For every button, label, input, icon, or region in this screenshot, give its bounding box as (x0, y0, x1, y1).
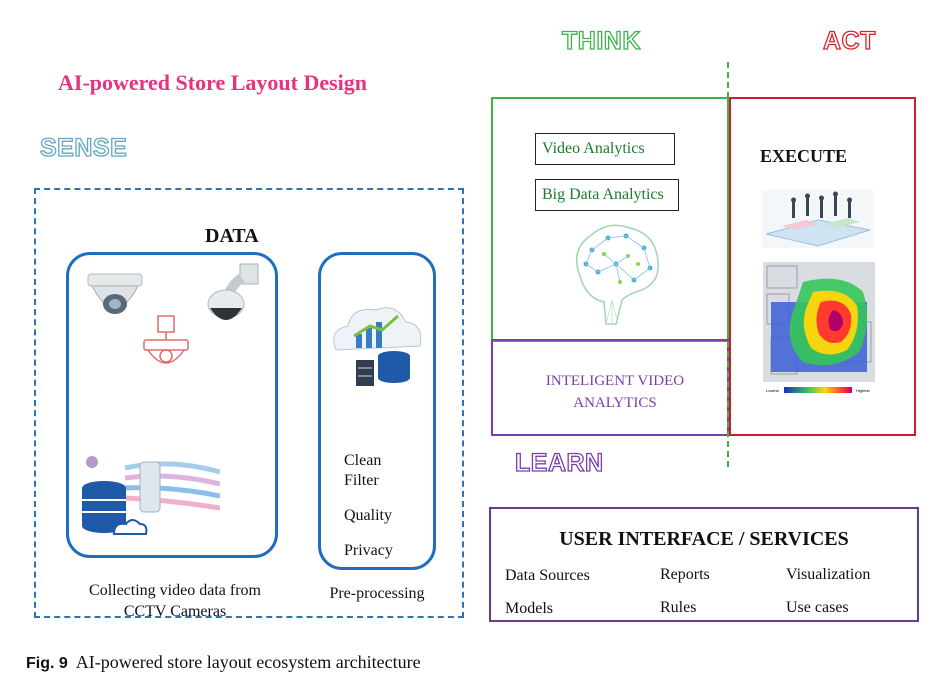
prep-item-clean: Clean (344, 452, 382, 469)
diagram-title: AI-powered Store Layout Design (58, 70, 368, 95)
store-people-icon (762, 190, 874, 248)
analytics-cloud-icon (333, 307, 422, 386)
learn-stage-label: LEARN (514, 448, 604, 477)
heatmap-legend: Lowest Highest (766, 387, 870, 393)
big-data-analytics-box: Big Data Analytics (535, 179, 679, 211)
brain-network-icon (575, 224, 659, 325)
sense-container (34, 188, 464, 618)
heatmap-icon (763, 262, 875, 382)
collection-caption-line-2: CCTV Cameras (123, 603, 227, 620)
ptz-camera-icon (207, 263, 259, 320)
figure-caption-text: AI-powered store layout ecosystem archit… (75, 652, 421, 672)
preprocessing-panel (318, 252, 436, 570)
database-cloud-icon (82, 456, 220, 535)
ui-item-rules: Rules (660, 599, 697, 616)
user-interface-container (489, 507, 919, 622)
think-act-divider (727, 62, 729, 467)
think-stage-label: THINK (561, 26, 641, 55)
execute-heading: EXECUTE (760, 146, 848, 166)
intelligent-video-analytics-line-1: INTELIGENT VIDEO (545, 373, 685, 389)
figure-label: Fig. 9 (26, 655, 68, 672)
ui-item-use-cases: Use cases (786, 599, 849, 616)
prep-item-quality: Quality (344, 507, 392, 524)
intelligent-video-analytics-line-2: ANALYTICS (573, 395, 657, 411)
user-interface-heading: USER INTERFACE / SERVICES (559, 528, 849, 550)
figure-caption: Fig. 9 AI-powered store layout ecosystem … (26, 652, 421, 673)
heatmap-legend-low: Lowest (766, 388, 780, 393)
dome-camera-icon (87, 273, 143, 314)
intelligent-video-analytics-text: INTELIGENT VIDEO ANALYTICS (491, 370, 739, 414)
collection-caption: Collecting video data from CCTV Cameras (66, 580, 284, 622)
video-analytics-box: Video Analytics (535, 133, 675, 165)
heatmap-legend-high: Highest (856, 388, 870, 393)
ui-item-data-sources: Data Sources (505, 567, 590, 584)
sense-stage-label: SENSE (39, 133, 128, 162)
preprocessing-caption: Pre-processing (329, 585, 425, 602)
ui-item-visualization: Visualization (786, 566, 871, 583)
data-heading: DATA (205, 225, 259, 247)
act-container (729, 97, 916, 436)
cctv-icon (143, 315, 189, 364)
act-stage-label: ACT (822, 26, 876, 55)
collection-panel (66, 252, 278, 558)
collection-caption-line-1: Collecting video data from (89, 582, 261, 599)
ui-item-models: Models (505, 600, 553, 617)
ui-item-reports: Reports (660, 566, 710, 583)
prep-item-privacy: Privacy (344, 542, 393, 559)
prep-item-filter: Filter (344, 472, 379, 489)
